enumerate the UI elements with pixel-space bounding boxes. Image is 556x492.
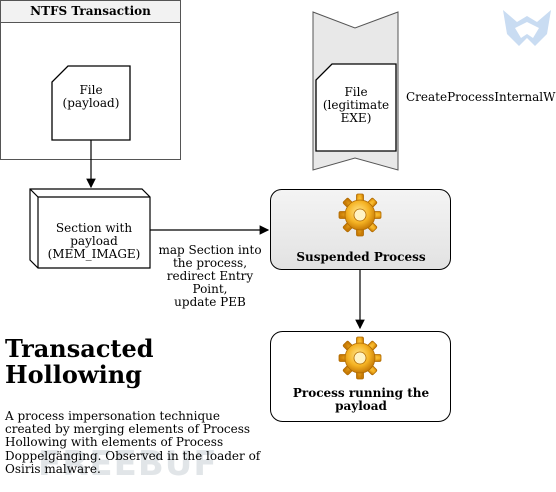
file-payload-line2: (payload)	[62, 96, 120, 110]
ntfs-transaction-title-bar	[0, 0, 181, 23]
running-process-label: Process running the payload	[271, 387, 451, 413]
description-text: A process impersonation technique create…	[5, 409, 261, 476]
file-legit-shape	[315, 63, 397, 152]
suspended-process-label: Suspended Process	[296, 250, 426, 264]
ntfs-transaction-title: NTFS Transaction	[30, 4, 151, 18]
file-legit-label: File (legitimate EXE)	[316, 86, 396, 125]
running-process-line1: Process running the	[292, 386, 430, 400]
page-title-line2: Hollowing	[5, 360, 142, 389]
section-cube	[29, 188, 151, 269]
map-annotation-line1: map Section into	[158, 243, 262, 257]
watermark: FREEBUF	[38, 444, 218, 484]
map-annotation-line5: update PEB	[174, 295, 246, 309]
map-annotation-line4: Point,	[192, 282, 228, 296]
file-payload-label: File (payload)	[52, 84, 130, 110]
malwarebytes-logo-icon	[503, 10, 551, 46]
page-title: Transacted Hollowing	[5, 336, 255, 388]
file-legit-line2: (legitimate	[322, 98, 390, 112]
section-line1: Section with	[55, 221, 133, 235]
running-process-line2: payload	[335, 399, 387, 413]
create-process-label: CreateProcessInternalW	[406, 90, 556, 104]
map-annotation-line3: redirect Entry	[166, 269, 254, 283]
page-title-line1: Transacted	[5, 334, 154, 363]
gear-icon	[338, 336, 382, 380]
section-line2: payload	[70, 234, 118, 248]
section-label: Section with payload (MEM_IMAGE)	[38, 222, 150, 261]
file-legit-line1: File	[344, 85, 368, 99]
map-annotation: map Section into the process, redirect E…	[152, 244, 268, 309]
map-annotation-line2: the process,	[172, 256, 248, 270]
file-legit-line3: EXE)	[340, 111, 372, 125]
file-payload-line1: File	[79, 83, 103, 97]
section-line3: (MEM_IMAGE)	[47, 247, 141, 261]
gear-icon	[338, 193, 382, 237]
